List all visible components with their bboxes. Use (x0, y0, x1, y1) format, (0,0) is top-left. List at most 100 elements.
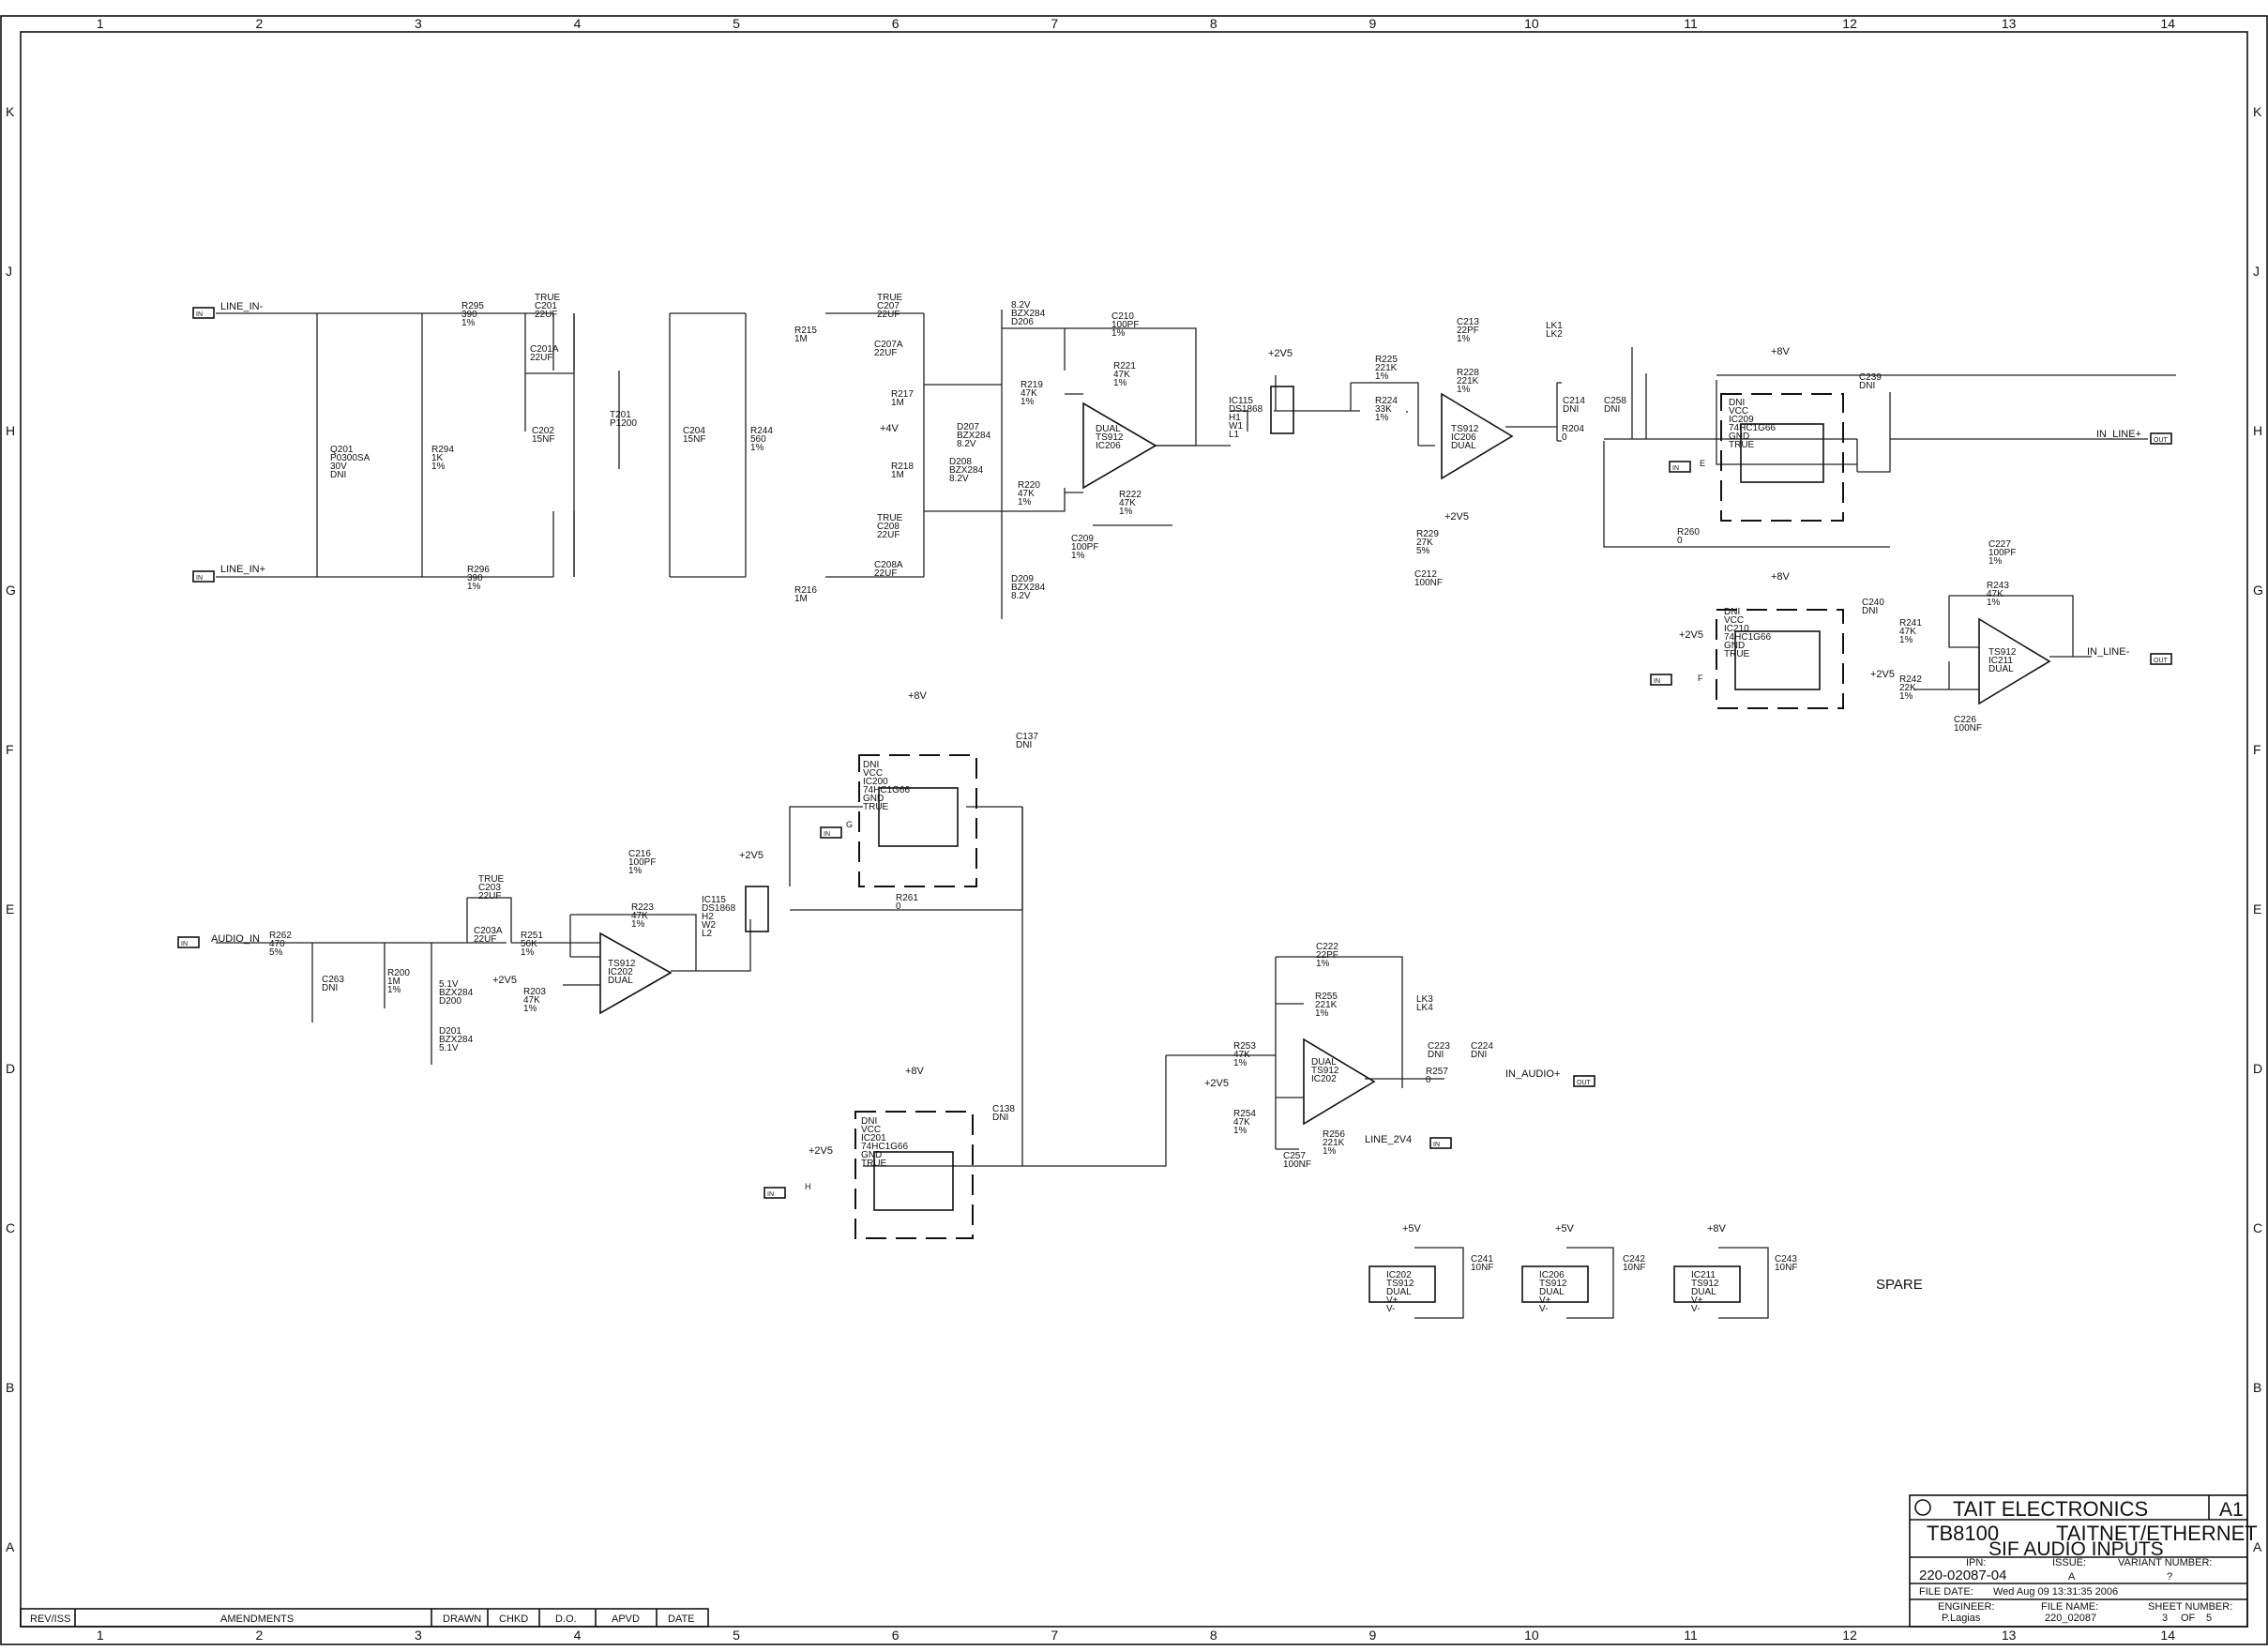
comp-r221-2: 1% (1113, 378, 1127, 388)
comp-r253-1: 47K (1233, 1050, 1250, 1060)
comp-c257-0: C257 (1283, 1151, 1306, 1161)
comp-d207-1: BZX284 (957, 431, 991, 441)
comp-c258-1: DNI (1604, 404, 1620, 415)
amendment-header-1: AMENDMENTS (220, 1613, 294, 1625)
ctrl-f: F (1698, 674, 1703, 683)
comp-c263-0: C263 (322, 975, 344, 985)
port-in-line-plus: IN_LINE+ (2096, 429, 2141, 440)
comp-c138-1: DNI (992, 1113, 1008, 1123)
comp-c239-0: C239 (1859, 372, 1882, 383)
comp-r242-0: R242 (1899, 674, 1922, 685)
comp-c207-2: 22UF (877, 310, 900, 320)
port-tag-label-10: IN (767, 1191, 774, 1198)
port-tag-label-0: IN (196, 311, 203, 318)
grid-col-top-6: 6 (892, 16, 900, 31)
rail-p2v5-0: +2V5 (1268, 348, 1293, 359)
comp-c213-0: C213 (1457, 317, 1479, 327)
grid-row-right-F: F (2253, 742, 2261, 757)
grid-row-left-H: H (6, 423, 15, 438)
comp-r244-1: 560 (750, 434, 766, 445)
comp-c212-1: 100NF (1414, 578, 1443, 588)
comp-r225-0: R225 (1375, 355, 1398, 365)
tb-engineer-label: ENGINEER: (1938, 1601, 1995, 1613)
comp-r243-0: R243 (1987, 581, 2009, 591)
opamp-ic211 (1913, 595, 2092, 705)
comp-r216-1: 1M (794, 594, 808, 604)
comp-r220-0: R220 (1018, 480, 1040, 491)
comp-d209-1: BZX284 (1011, 583, 1046, 593)
comp-ps202-4: V- (1386, 1304, 1395, 1314)
comp-ic209-2: IC209 (1729, 415, 1754, 425)
comp-t201-1: P1200 (610, 418, 637, 429)
comp-r260-0: R260 (1677, 527, 1700, 538)
comp-r243-1: 47K (1987, 589, 2003, 599)
comp-c207a-1: 22UF (874, 348, 897, 358)
grid-row-left-E: E (6, 901, 14, 916)
comp-ic206a-2: IC206 (1096, 441, 1121, 451)
comp-r260-1: 0 (1677, 536, 1683, 546)
port-in-audio-plus: IN_AUDIO+ (1505, 1068, 1560, 1080)
comp-c242-1: 10NF (1623, 1263, 1645, 1273)
comp-ic210-0: DNI (1724, 607, 1740, 617)
comp-ic206a-1: TS912 (1096, 432, 1124, 443)
comp-r229-0: R229 (1416, 529, 1439, 539)
comp-r255-1: 221K (1315, 1000, 1338, 1010)
comp-c201-0: TRUE (535, 293, 561, 303)
tb-file-date-label: FILE DATE: (1919, 1586, 1973, 1598)
grid-row-right-J: J (2253, 264, 2260, 279)
comp-r256-2: 1% (1323, 1146, 1337, 1157)
comp-c207-1: C207 (877, 301, 900, 311)
opamp-ic202a (599, 932, 673, 1015)
comp-c204-0: C204 (683, 426, 705, 436)
comp-r222-1: 47K (1119, 498, 1136, 508)
comp-c209-2: 1% (1071, 551, 1085, 561)
grid-col-bottom-5: 5 (733, 1628, 740, 1643)
comp-r255-0: R255 (1315, 992, 1338, 1002)
rail-p2v5-10: +2V5 (809, 1145, 833, 1157)
comp-r228-2: 1% (1457, 385, 1471, 395)
comp-d207-2: 8.2V (957, 439, 976, 449)
comp-r262-1: 470 (269, 939, 285, 949)
comp-c208a-0: C208A (874, 560, 903, 570)
comp-ic202a-0: TS912 (608, 959, 636, 969)
comp-c222-1: 22PF (1316, 950, 1338, 961)
comp-r254-2: 1% (1233, 1126, 1247, 1136)
comp-r221-0: R221 (1113, 361, 1136, 371)
comp-d201-2: 5.1V (439, 1043, 459, 1053)
comp-r228-0: R228 (1457, 368, 1479, 378)
comp-ic201-2: IC201 (861, 1133, 886, 1144)
grid-col-top-8: 8 (1210, 16, 1217, 31)
comp-r217-0: R217 (891, 389, 914, 400)
grid-col-bottom-10: 10 (1524, 1628, 1539, 1643)
comp-c201-1: C201 (535, 301, 557, 311)
comp-ic206a-0: DUAL (1096, 424, 1121, 434)
comp-ic211-1: IC211 (1988, 656, 2013, 666)
comp-r204-1: 0 (1562, 432, 1567, 443)
comp-r219-1: 47K (1021, 388, 1037, 399)
grid-row-right-A: A (2253, 1539, 2262, 1554)
spare-label: SPARE (1876, 1277, 1923, 1293)
comp-r243-2: 1% (1987, 598, 2001, 608)
comp-c207-0: TRUE (877, 293, 903, 303)
comp-c208-2: 22UF (877, 530, 900, 540)
comp-ps206-1: TS912 (1539, 1279, 1567, 1289)
comp-ic115a-3: W1 (1229, 421, 1243, 432)
comp-r294-2: 1% (431, 462, 446, 472)
comp-c203-1: C203 (478, 883, 501, 893)
comp-ic206b-2: DUAL (1451, 441, 1476, 451)
port-tag-box (1573, 1075, 1595, 1087)
switch-ic200 (858, 754, 977, 887)
grid-col-bottom-7: 7 (1051, 1628, 1058, 1643)
tb-variant-label: VARIANT NUMBER: (2118, 1557, 2212, 1568)
comp-c203-2: 22UF (478, 891, 501, 901)
port-tag-box (177, 936, 200, 948)
port-audio-in: AUDIO_IN (211, 933, 260, 945)
comp-ic200-0: DNI (863, 760, 879, 770)
comp-ic210-4: GND (1724, 641, 1745, 651)
comp-c258-0: C258 (1604, 396, 1626, 406)
grid-col-top-5: 5 (733, 16, 740, 31)
rail-p8v-9: +8V (905, 1066, 925, 1077)
comp-r244-0: R244 (750, 426, 773, 436)
comp-ps206-2: DUAL (1539, 1287, 1565, 1297)
comp-r219-0: R219 (1021, 380, 1043, 390)
